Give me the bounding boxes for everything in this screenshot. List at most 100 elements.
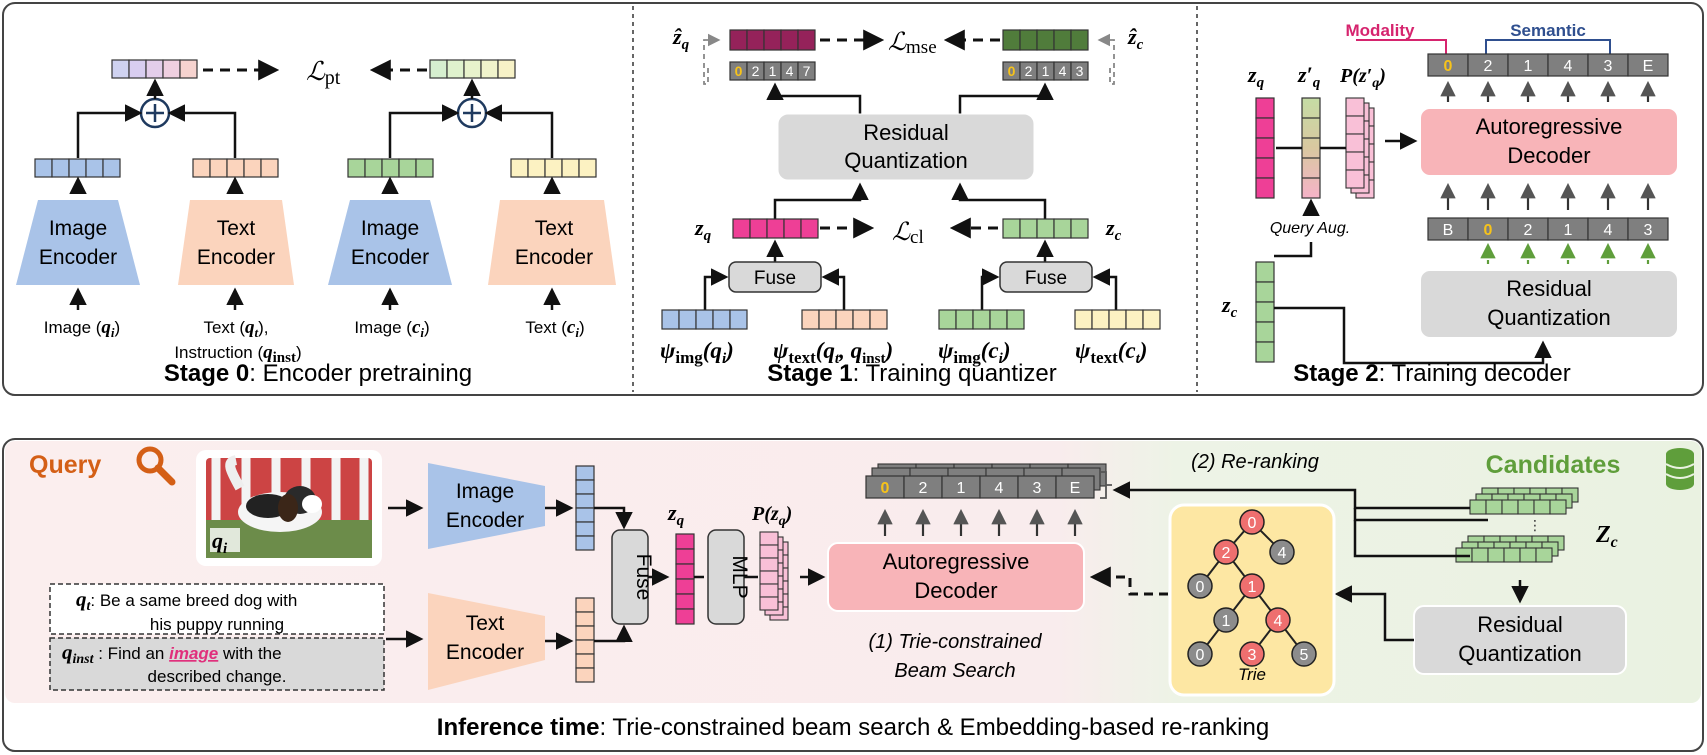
vector-cell [989,309,1008,330]
vector-cell [575,625,595,641]
trie-node-label: 2 [1222,545,1231,562]
svg-text:Text: Text [535,217,574,240]
stage0-group: ℒpt Image Encoder Text [16,57,616,387]
code-cell [1055,475,1095,499]
vector-cell [746,29,765,51]
vector-cell [818,309,837,330]
vector-cell [1125,309,1144,330]
vector-cell [1053,218,1072,239]
stage2-zc-vector [1255,261,1275,363]
vector-cell [347,158,366,178]
vector-cell [575,639,595,655]
vector-cell [1070,29,1089,51]
vector-cell [1255,261,1275,283]
stack-cell [759,557,779,572]
add-operator-right [456,97,488,129]
candidate-cell [1517,499,1535,515]
vector-cell [575,535,595,551]
vector-cell [398,158,417,178]
stack-cell [1345,169,1365,189]
stage2-rq-output-arrows [1480,242,1656,264]
vector-cell [51,158,70,178]
vector-cell [675,548,695,565]
vector-cell [34,158,53,178]
vector-cell [145,59,164,79]
vector-cell [661,309,680,330]
stage0-text-encoder-q [178,200,294,285]
vector-cell [1255,97,1275,119]
stage2-zc-label: zc [1221,292,1238,321]
stage2-zq-label: zq [1247,62,1265,91]
candidate-cell [1501,499,1519,515]
stage1-fuse-q [728,261,822,293]
code-cell [797,61,816,81]
stage1-zc-label: zc [1105,215,1122,244]
loss-pt: ℒpt [306,57,341,89]
svg-text:Text: Text [466,612,505,635]
vector-cell [749,218,768,239]
vector-cell [128,59,147,79]
svg-text:Beam Search: Beam Search [894,660,1015,682]
vector-cell [68,158,87,178]
trie-node [1291,641,1317,667]
search-icon [136,446,176,486]
trie-node [1239,573,1265,599]
code-cell [1070,61,1089,81]
trie-node-label: 4 [1278,545,1287,562]
vector-cell [446,59,465,79]
svg-text:Quantization: Quantization [1487,305,1611,330]
trie-node [1187,573,1213,599]
candidate-cell [1519,547,1537,563]
vector-cell [780,29,799,51]
code-label: E [1070,480,1081,497]
vector-cell [575,667,595,683]
code-label: 0 [881,480,890,497]
trie-node [1213,539,1239,565]
code-label: 4 [1604,222,1613,239]
loss-mse: ℒmse [888,29,937,58]
svg-text:Autoregressive: Autoregressive [883,549,1030,574]
code-label: 4 [1059,63,1067,79]
stage2-residual-quantization [1419,269,1679,339]
vector-cell [1255,341,1275,363]
vector-cell [575,493,595,509]
trie-node-label: 0 [1196,647,1205,664]
code-label: 0 [1484,222,1493,239]
stage1-zc-vector [1002,218,1089,239]
trie-label: Trie [1238,665,1266,684]
stage2-zq-vector [1255,97,1275,199]
vector-cell [852,309,871,330]
inference-title: Inference time: Trie-constrained beam se… [437,714,1269,741]
code-cell [1627,217,1669,241]
zhat-q-vector [729,29,816,51]
candidate-cell [1487,547,1505,563]
vector-cell [415,158,434,178]
vector-cell [544,158,563,178]
svg-text:Fuse: Fuse [754,268,796,289]
vector-cell [712,309,731,330]
vector-cell [1019,29,1038,51]
inference-image-embedding [575,465,595,551]
code-label: 1 [957,480,966,497]
stack-cell [1345,133,1365,153]
svg-text:Decoder: Decoder [1507,143,1590,168]
stage2-decoder-output-arrows [1440,80,1656,102]
vector-cell [575,479,595,495]
input-text-q: Text (qt), [203,317,268,340]
stage2-autoregressive-decoder [1419,107,1679,177]
candidate-cell [1549,499,1567,515]
stage2-zq-prime-cells [1302,117,1320,179]
stage1-zq-label: zq [694,215,712,244]
vector-cell [1036,218,1055,239]
zhat-q-label: ẑq [672,24,690,53]
vector-cell [678,309,697,330]
vector-cell [575,507,595,523]
code-label: 2 [752,63,760,79]
svg-text:Fuse: Fuse [1025,268,1067,289]
trie-node [1239,509,1265,535]
zhat-c-label: ẑc [1127,24,1144,53]
vector-cell [732,218,751,239]
svg-text:⋮: ⋮ [1528,517,1542,533]
vector-cell [1053,29,1072,51]
